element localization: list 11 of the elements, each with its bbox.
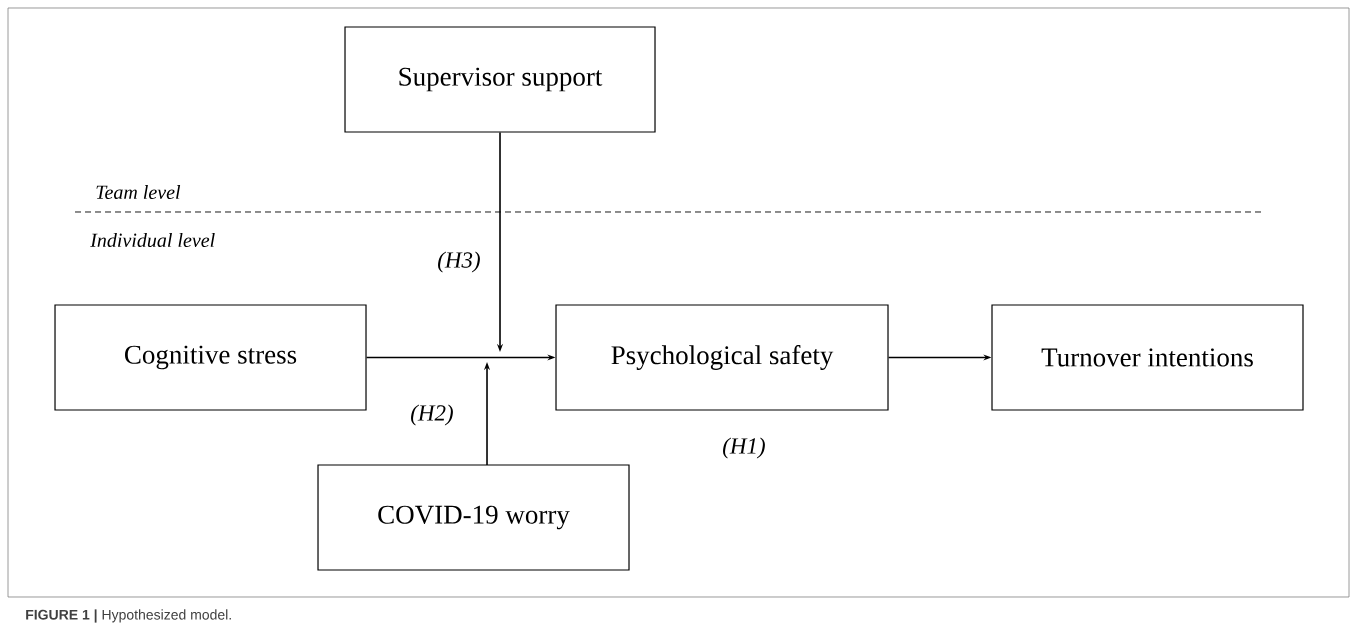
hypothesis-label: (H1)	[723, 437, 765, 459]
variable-box: Turnover intentions	[991, 304, 1304, 411]
level-label: Team level	[96, 184, 181, 200]
variable-box: COVID-19 worry	[317, 464, 630, 571]
level-label: Individual level	[90, 232, 215, 248]
hypothesis-label: (H3)	[438, 251, 480, 273]
hypothesis-label: (H2)	[411, 404, 453, 426]
caption: FIGURE 1 | Hypothesized model.	[26, 609, 231, 623]
variable-box: Cognitive stress	[54, 304, 367, 411]
variable-box: Psychological safety	[555, 304, 889, 411]
variable-box: Supervisor support	[344, 26, 656, 133]
